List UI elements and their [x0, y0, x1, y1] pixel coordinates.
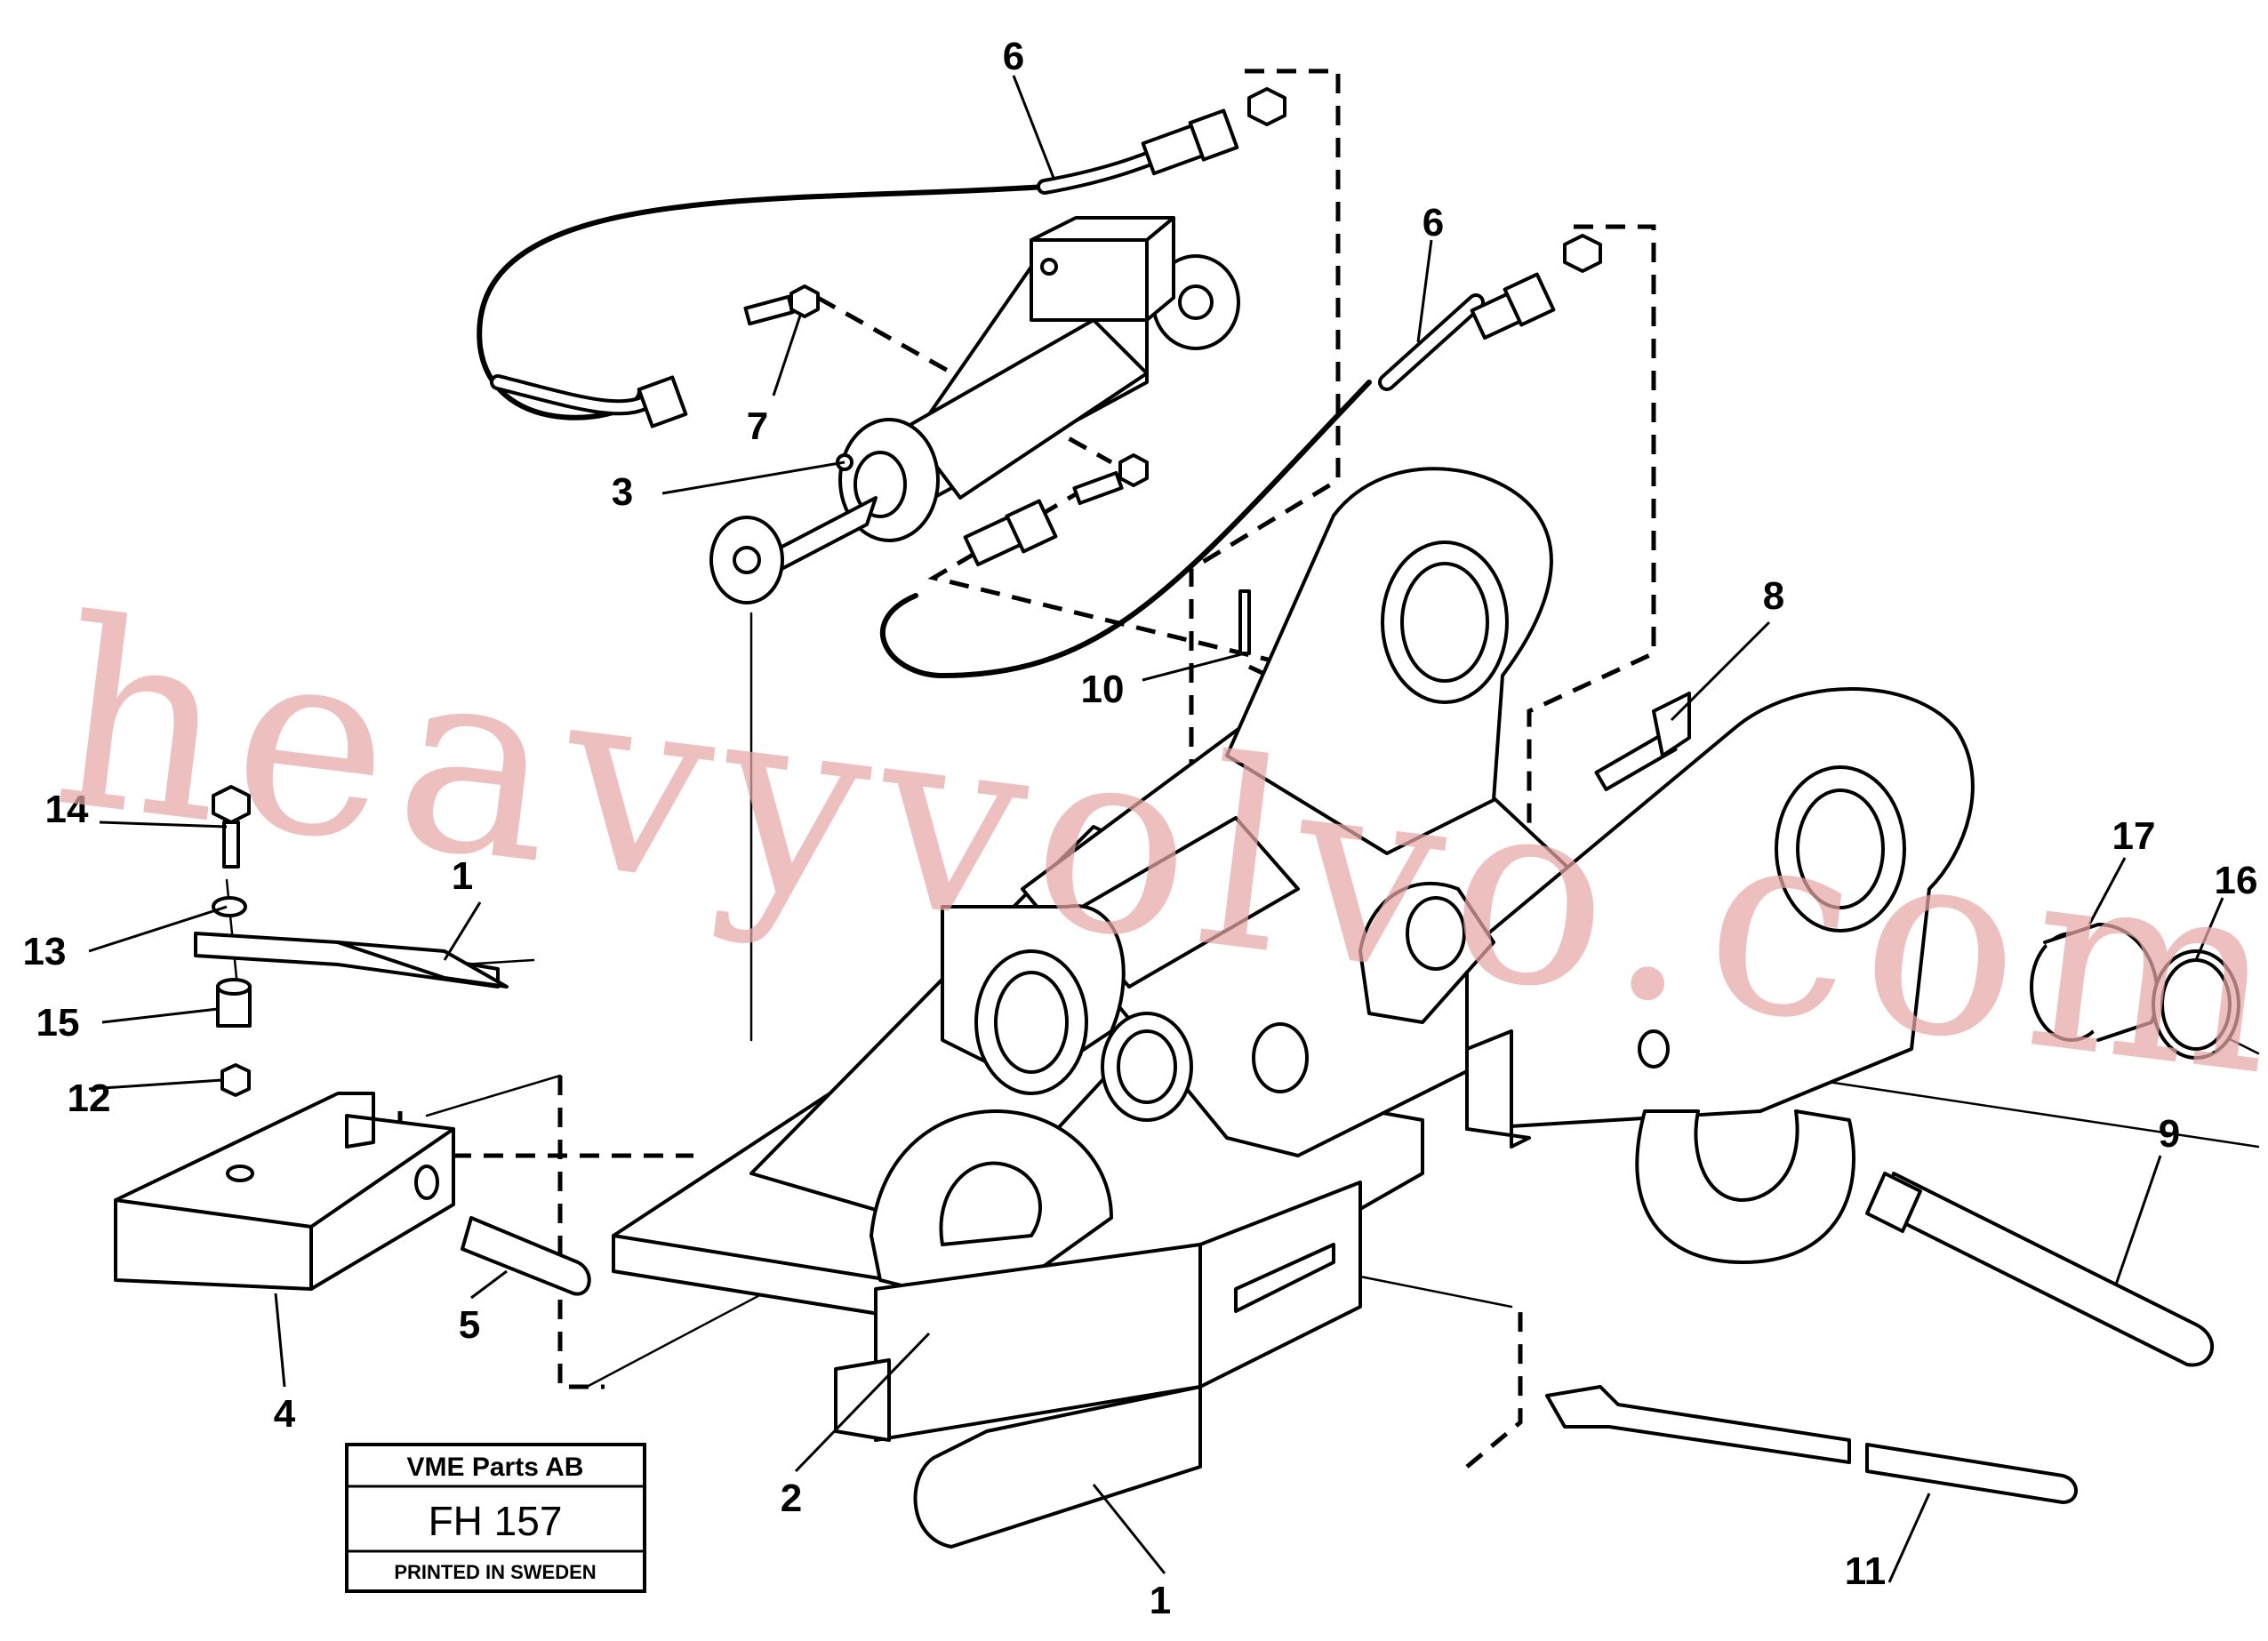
callout-15: 15 [36, 1001, 80, 1045]
right-parts [1545, 923, 2240, 1504]
callout-6-right: 6 [1423, 201, 1444, 244]
drawing-code: FH 157 [429, 1498, 563, 1544]
callout-2: 2 [781, 1477, 802, 1520]
callout-4: 4 [274, 1392, 296, 1436]
printed-in: PRINTED IN SWEDEN [394, 1561, 596, 1583]
title-block: VME Parts AB FH 157 PRINTED IN SWEDEN [345, 1443, 646, 1593]
hydraulic-cylinder [709, 216, 1240, 604]
callout-17: 17 [2112, 814, 2156, 858]
callout-8: 8 [1763, 574, 1784, 618]
callout-labels: 6 6 7 3 10 8 14 1 13 15 12 4 5 2 1 11 9 … [23, 35, 2258, 1622]
callout-14: 14 [45, 788, 89, 831]
callout-1-bottom: 1 [1150, 1579, 1171, 1622]
hose-fittings [637, 87, 1602, 567]
callout-3: 3 [612, 470, 633, 514]
callout-5: 5 [459, 1303, 480, 1347]
company-name: VME Parts AB [407, 1453, 584, 1482]
hydraulic-hoses [477, 134, 1485, 678]
callout-1-left: 1 [452, 854, 473, 898]
callout-6-upper: 6 [1003, 35, 1024, 78]
callout-7: 7 [747, 404, 768, 448]
callout-12: 12 [68, 1077, 111, 1120]
callout-13: 13 [23, 930, 67, 973]
callout-10: 10 [1081, 668, 1125, 711]
callout-16: 16 [2215, 859, 2258, 902]
main-bracket [612, 467, 1975, 1549]
grease-nipples [743, 284, 1149, 506]
left-parts [114, 785, 591, 1296]
callout-11: 11 [1845, 1549, 1887, 1593]
small-parts-upper [1238, 589, 1691, 792]
callout-leaders [88, 75, 2224, 1583]
callout-9: 9 [2159, 1112, 2180, 1156]
